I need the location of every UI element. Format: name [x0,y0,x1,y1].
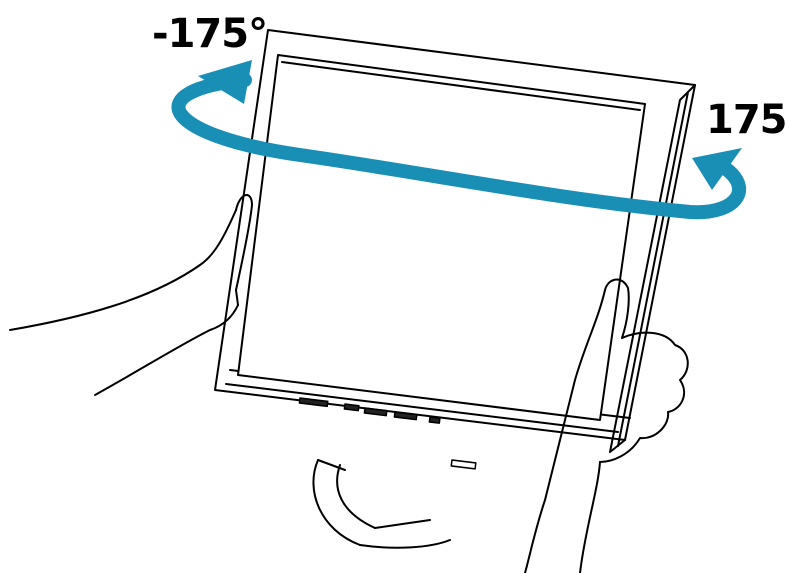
monitor-screen [238,55,645,420]
min-angle-label: -175° [152,14,267,54]
left-hand [10,195,252,395]
monitor-stand [313,460,450,548]
max-angle-label: 175° [706,100,789,140]
